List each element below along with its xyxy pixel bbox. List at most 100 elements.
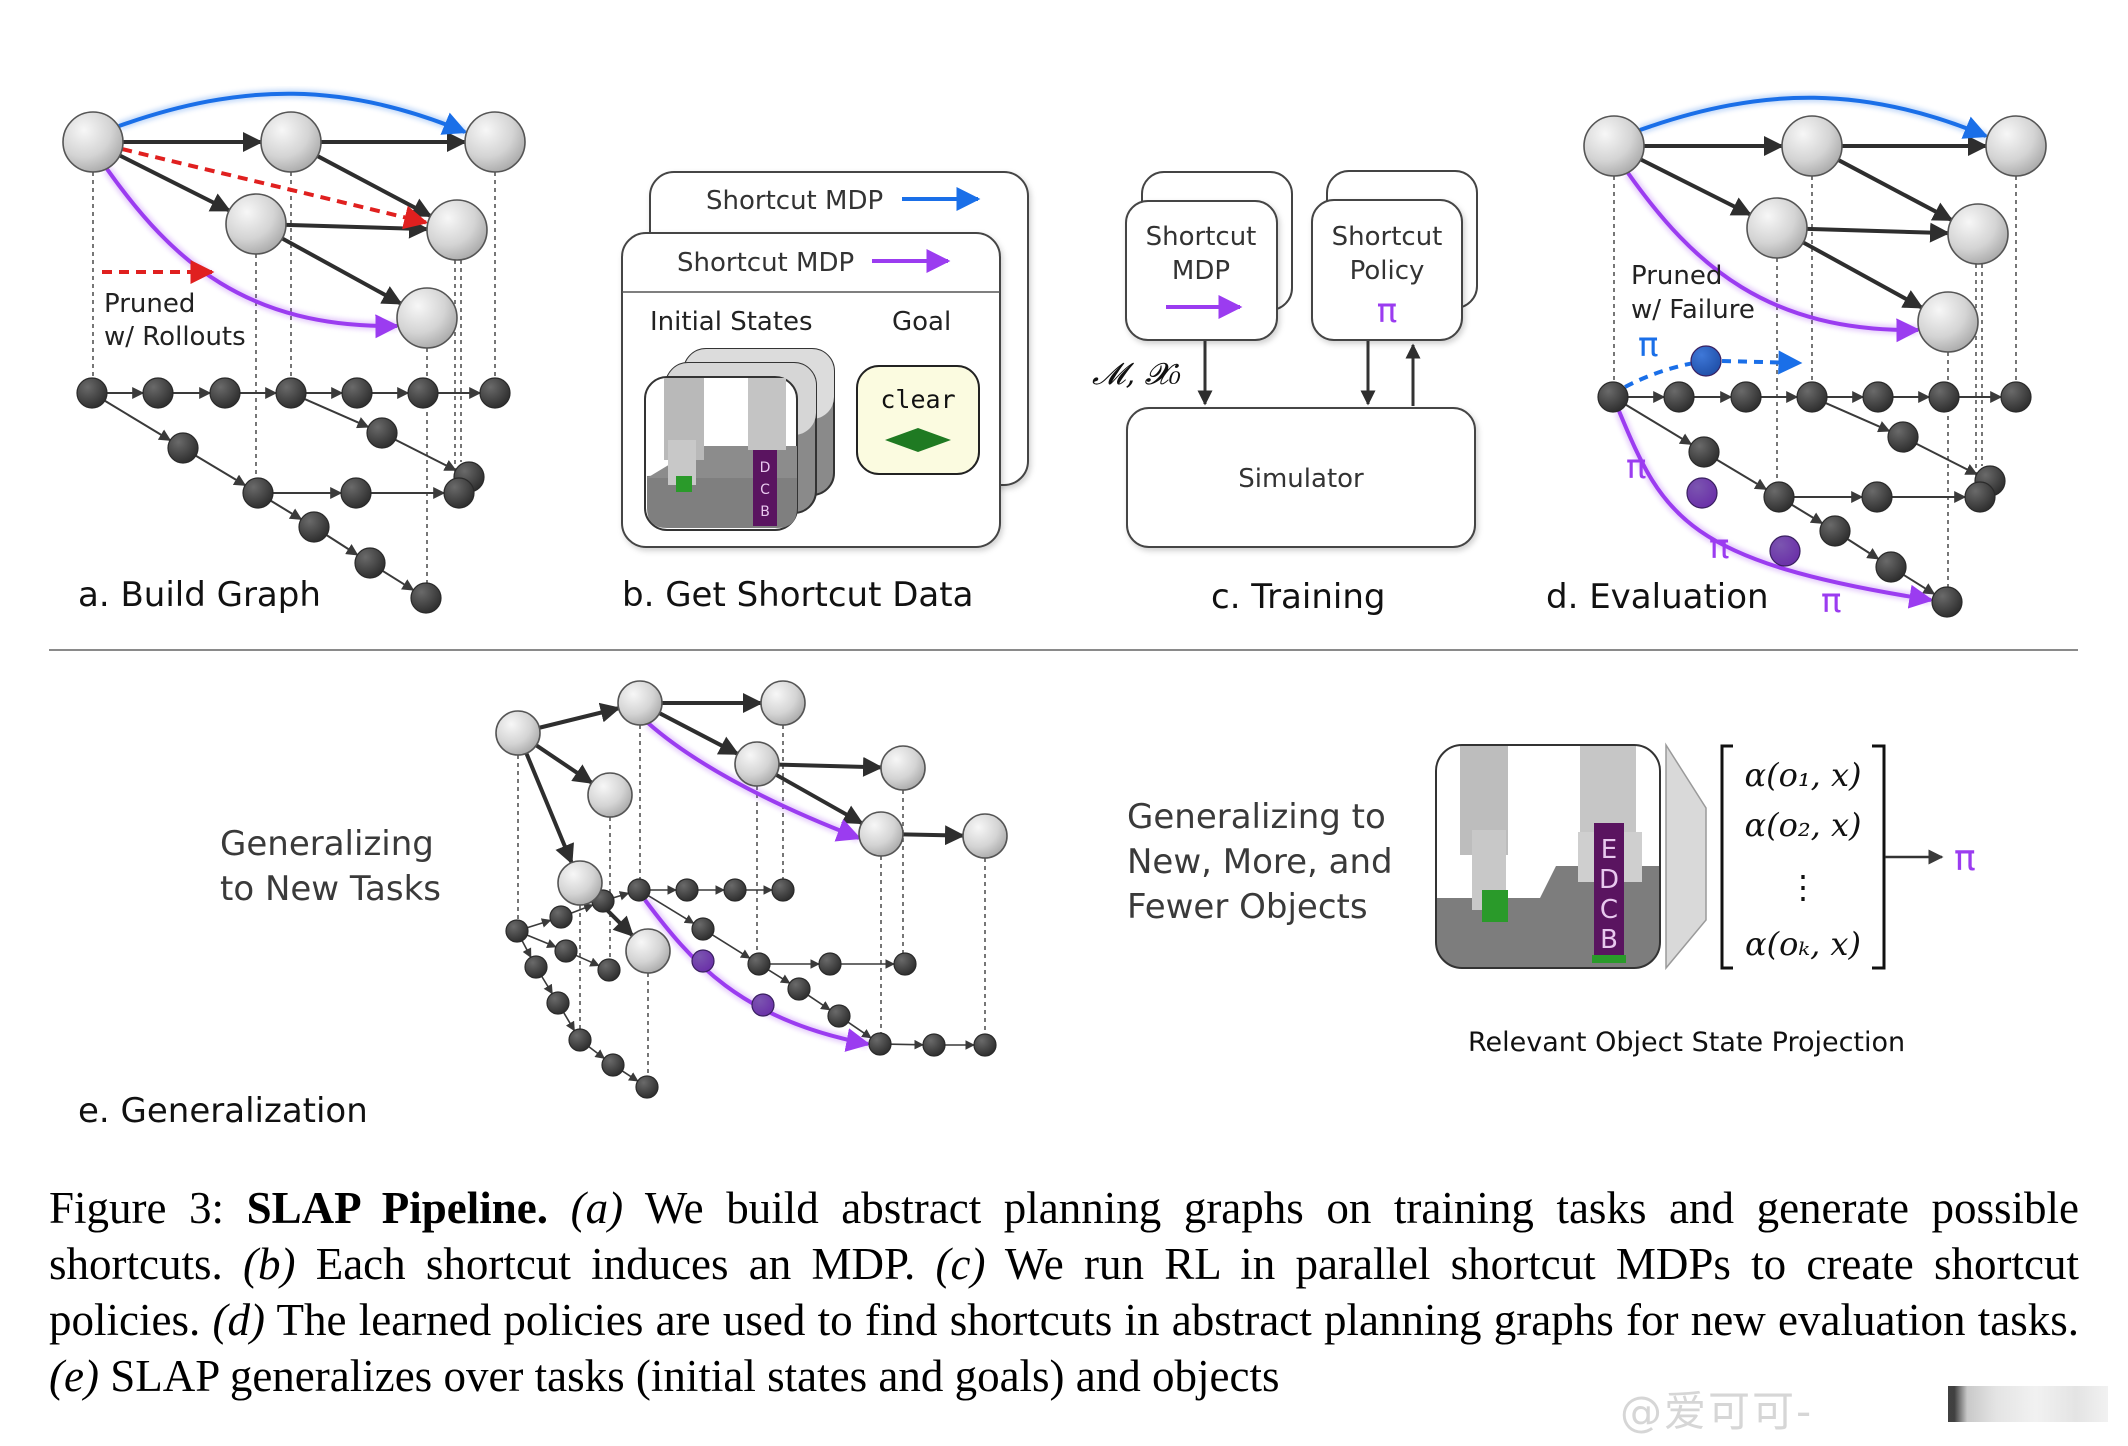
abstract-state-node (464, 111, 526, 173)
low-level-state-node (366, 417, 398, 449)
abstract-state-node (1781, 115, 1843, 177)
projection-row-ellipsis: ⋮ (1787, 868, 1819, 906)
projection-trapezoid (1665, 742, 1707, 971)
pruned-legend-line1: Pruned (104, 289, 195, 319)
purple-policy-node (1769, 535, 1801, 567)
low-level-state-node (973, 1033, 997, 1057)
purple-policy-node (751, 993, 775, 1017)
block-letter: C (1600, 895, 1618, 925)
low-level-state-node (1796, 381, 1828, 413)
low-level-state-node (1819, 515, 1851, 547)
abstract-state-node (260, 111, 322, 173)
abstract-state-node (426, 199, 488, 261)
abstract-state-node (1985, 115, 2047, 177)
low-level-state-node (771, 878, 795, 902)
abstract-state-node (625, 928, 671, 974)
low-level-state-node (1862, 381, 1894, 413)
low-level-edge (1825, 402, 1891, 433)
abstract-state-node (396, 287, 458, 349)
watermark-blur (1948, 1386, 2108, 1422)
low-level-state-node (1887, 421, 1919, 453)
low-level-state-node (443, 477, 475, 509)
caption-figure-number: Figure 3: (49, 1183, 225, 1233)
graph-edge (316, 154, 433, 218)
robot-scene-image (1436, 745, 1660, 968)
goal-box (856, 365, 980, 475)
graph-edge (775, 773, 864, 825)
graph-edge (1802, 240, 1924, 310)
block-letter: B (1600, 925, 1618, 955)
blue-shortcut-edge (1639, 95, 1989, 139)
robot-scene-frame (1435, 744, 1661, 969)
graph-edge (902, 825, 966, 846)
low-level-state-node (407, 377, 439, 409)
graph-nodes (62, 111, 2047, 1099)
caption-text-a: We build abstract planning graphs on tra… (49, 1183, 2080, 1289)
low-level-edge (570, 903, 594, 914)
pruned-failure-line2: w/ Failure (1631, 295, 1755, 325)
blue-shortcut-edge (118, 91, 468, 135)
objects-text-line1: Generalizing to (1127, 797, 1386, 837)
low-level-state-node (1931, 586, 1963, 618)
low-level-state-node (505, 919, 529, 943)
low-level-edge (394, 438, 457, 472)
low-level-state-node (922, 1033, 946, 1057)
graph-edge (118, 153, 231, 213)
low-level-state-node (691, 917, 715, 941)
low-level-edge (326, 534, 359, 556)
panel-b: Shortcut MDP Shortcut MDP Initial States… (621, 171, 1029, 615)
abstract-state-node (858, 811, 904, 857)
low-level-state-node (341, 377, 373, 409)
abstract-state-node (880, 745, 926, 791)
abstract-state-node (495, 710, 541, 756)
mdp-card-line1: Shortcut (1146, 222, 1257, 252)
low-level-edge (613, 891, 630, 901)
panel-d: Pruned w/ Failure π π π π d. Evaluation (1546, 261, 1841, 621)
abstract-state-node (1917, 291, 1979, 353)
low-level-state-node (549, 905, 573, 929)
caption-text-e: SLAP generalizes over tasks (initial sta… (98, 1351, 1280, 1401)
projection-row: α(o₁, x) (1744, 756, 1861, 794)
caption-tag-e: (e) (49, 1351, 99, 1401)
low-level-edge (527, 918, 552, 929)
low-level-state-node (1861, 481, 1893, 513)
caption-title: SLAP Pipeline. (246, 1183, 548, 1233)
panel-a: Pruned w/ Rollouts a. Build Graph (78, 260, 321, 615)
low-level-state-node (524, 955, 548, 979)
projection-caption: Relevant Object State Projection (1468, 1027, 1905, 1058)
blue-pi-symbol: π (1638, 325, 1658, 365)
low-level-edge (541, 975, 553, 995)
initial-state-image-front (644, 376, 798, 531)
low-level-edge (575, 954, 600, 967)
graph-edge (524, 752, 574, 865)
graph-edge (535, 743, 594, 785)
low-level-edge (382, 570, 415, 591)
purple-policy-rollout (643, 898, 871, 1052)
matrix-right-bracket (1872, 744, 1886, 970)
projection-dotted-lines (92, 172, 2017, 1076)
policy-pi-symbol: π (1954, 838, 1976, 879)
low-level-state-node (787, 977, 811, 1001)
policy-card-line1: Shortcut (1332, 222, 1443, 252)
low-level-state-node (209, 377, 241, 409)
panel-b-label: b. Get Shortcut Data (622, 575, 973, 615)
low-level-state-node (275, 377, 307, 409)
tasks-text-line1: Generalizing (220, 824, 434, 864)
low-level-state-node (298, 511, 330, 543)
low-level-state-node (76, 377, 108, 409)
blue-failed-rollout (1624, 359, 1707, 389)
graph-edge (1639, 157, 1752, 217)
policy-card-front (1311, 199, 1463, 341)
low-level-edge (807, 994, 831, 1011)
policy-pi-symbol: π (1377, 291, 1397, 331)
low-level-edge (526, 934, 557, 949)
low-level-state-node (410, 582, 442, 614)
graph-edge (281, 236, 403, 306)
caption-tag-d: (d) (212, 1295, 265, 1345)
pruned-failure-line1: Pruned (1631, 261, 1722, 291)
block-letter: D (760, 460, 771, 476)
mdp-card-line2: MDP (1172, 256, 1230, 286)
pruned-legend-line2: w/ Rollouts (104, 322, 246, 352)
purple-shortcut-edge (1626, 171, 1921, 343)
